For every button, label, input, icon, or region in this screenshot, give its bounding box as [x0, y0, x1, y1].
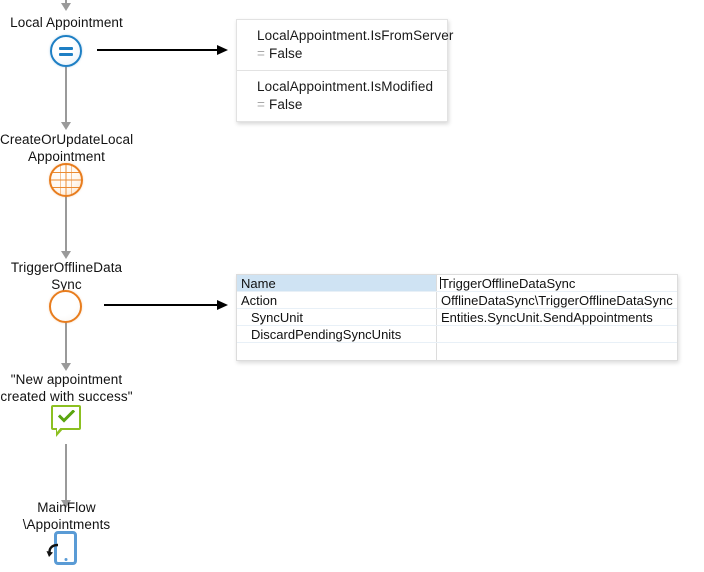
connector-createorupdate-arrowhead	[61, 122, 71, 130]
node-label-mainflow-appointments: MainFlow \Appointments	[22, 500, 111, 532]
watch-value: False	[268, 97, 303, 112]
watch-expression: LocalAppointment.IsModified	[257, 79, 434, 94]
node-label-createorupdatelocalappointment: CreateOrUpdateLocal Appointment	[0, 132, 134, 164]
connector-message-arrowhead	[61, 363, 71, 371]
watch-equals-sign: =	[257, 46, 265, 61]
table-row[interactable]: SyncUnit Entities.SyncUnit.SendAppointme…	[237, 309, 677, 326]
node-label-local-appointment: Local Appointment	[10, 15, 123, 30]
node-mainflow-appointments[interactable]	[46, 531, 92, 569]
property-value[interactable]: OfflineDataSync\TriggerOfflineDataSync	[441, 292, 673, 308]
client-action-circle-icon[interactable]	[49, 290, 82, 323]
node-label-triggerofflinedatasync: TriggerOfflineData Sync	[10, 260, 123, 292]
properties-pointer-line	[104, 304, 219, 306]
connector-entry-to-assign	[65, 0, 67, 4]
node-local-appointment[interactable]	[50, 35, 88, 73]
connector-message-to-mainflow	[65, 444, 67, 503]
checkmark-icon	[58, 410, 75, 423]
property-name[interactable]: SyncUnit	[237, 309, 437, 325]
watch-expression: LocalAppointment.IsFromServer	[257, 28, 454, 43]
property-value[interactable]: TriggerOfflineDataSync	[437, 275, 677, 291]
node-message-success[interactable]	[51, 405, 89, 443]
watch-values-panel: LocalAppointment.IsFromServer =False Loc…	[236, 19, 454, 122]
connector-triggersync-to-message	[65, 322, 67, 366]
connector-triggersync-arrowhead	[61, 251, 71, 259]
screen-enter-arrow-icon	[46, 543, 59, 557]
node-label-message-success: "New appointment created with success"	[0, 372, 133, 404]
connector-assign-to-createorupdate	[65, 67, 67, 125]
watch-value: False	[268, 46, 303, 61]
table-row[interactable]: DiscardPendingSyncUnits	[237, 326, 677, 343]
node-createorupdatelocalappointment[interactable]	[49, 163, 87, 201]
property-value[interactable]	[437, 326, 677, 342]
table-row[interactable]: Name TriggerOfflineDataSync	[237, 275, 677, 292]
watch-equals-sign: =	[257, 97, 265, 112]
watch-pointer-line	[97, 49, 219, 51]
message-success-icon[interactable]	[51, 405, 81, 437]
watch-row: LocalAppointment.IsModified =False	[237, 70, 447, 121]
node-triggerofflinedatasync[interactable]	[49, 290, 87, 328]
properties-pointer-arrowhead	[217, 299, 228, 310]
property-name[interactable]: Name	[237, 275, 437, 291]
properties-grid-filler-left	[237, 343, 437, 360]
properties-grid-filler	[237, 343, 677, 360]
property-name[interactable]: DiscardPendingSyncUnits	[237, 326, 437, 342]
property-value[interactable]: Entities.SyncUnit.SendAppointments	[441, 309, 653, 325]
properties-grid[interactable]: Name TriggerOfflineDataSync Action Offli…	[236, 274, 678, 361]
destination-screen-icon[interactable]	[46, 531, 77, 565]
server-action-globe-icon[interactable]	[49, 163, 83, 197]
table-row[interactable]: Action OfflineDataSync\TriggerOfflineDat…	[237, 292, 677, 309]
watch-value-line: =False	[257, 96, 437, 113]
watch-row: LocalAppointment.IsFromServer =False	[237, 20, 454, 70]
connector-mainflow-arrowhead	[61, 500, 71, 508]
assign-equals-icon[interactable]	[50, 35, 82, 67]
connector-entry-arrowhead	[61, 3, 71, 11]
property-name[interactable]: Action	[237, 292, 437, 308]
watch-value-line: =False	[257, 45, 437, 62]
watch-pointer-arrowhead	[217, 44, 228, 55]
connector-createorupdate-to-triggersync	[65, 196, 67, 254]
message-bubble-tail	[56, 425, 64, 437]
